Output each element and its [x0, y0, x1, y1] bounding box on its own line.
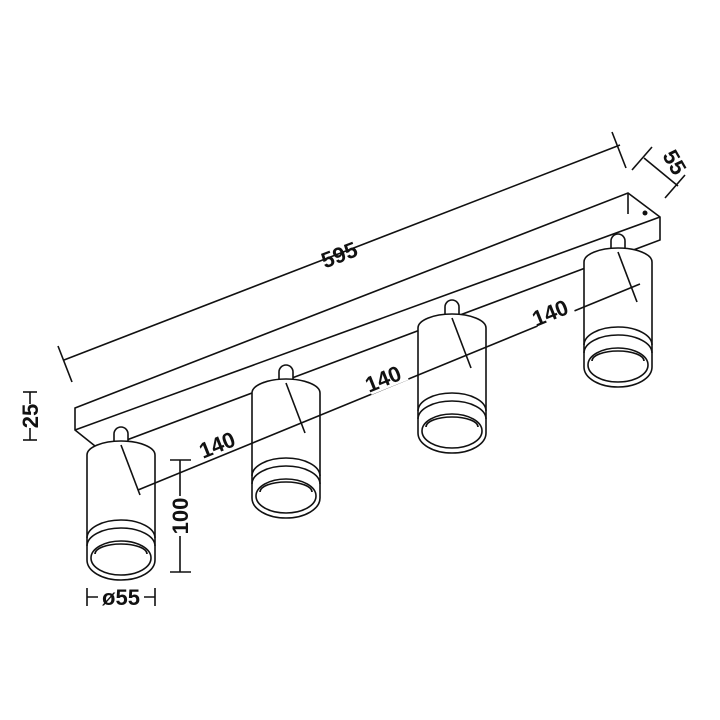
lamp-diameter-dimension: ø55	[86, 585, 156, 610]
depth-dimension: 55	[631, 145, 691, 199]
spotlight-4	[583, 233, 653, 388]
rotation-axis	[617, 251, 638, 303]
lamp-height-dimension: 100	[168, 459, 193, 573]
mounting-bar	[74, 192, 661, 451]
bar-height-dimension: 25	[18, 391, 43, 441]
lamp-height-label: 100	[168, 498, 193, 535]
lamp-diameter-label: ø55	[102, 585, 140, 610]
bar-height-label: 25	[18, 404, 43, 428]
rotation-axis	[285, 382, 306, 434]
spotlight-1	[86, 426, 156, 581]
spotlight-2	[251, 364, 321, 519]
rotation-axis	[451, 317, 472, 369]
screw-hole-icon	[642, 210, 648, 216]
rotation-axis	[120, 444, 141, 496]
spotlight-3	[417, 299, 487, 454]
spotlights	[86, 233, 653, 581]
length-label: 595	[318, 237, 361, 273]
